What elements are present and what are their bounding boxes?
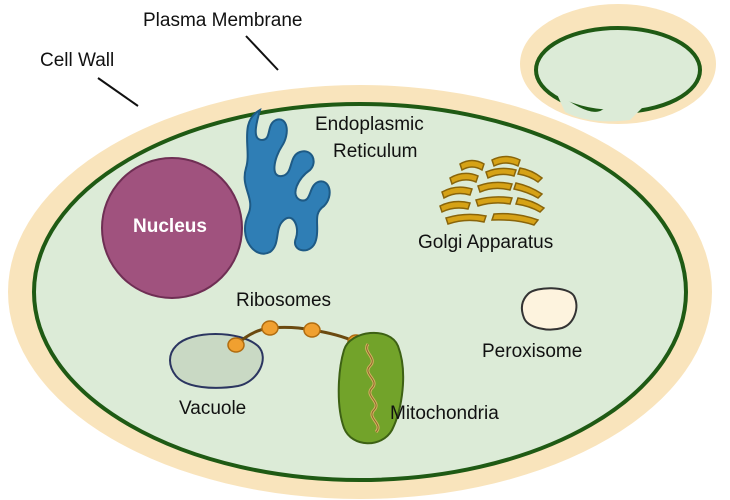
vacuole (169, 333, 264, 389)
plasma-membrane-leader (245, 35, 279, 71)
ribosome (227, 337, 245, 353)
nucleus-label: Nucleus (133, 216, 207, 237)
cell-wall-leader (97, 77, 139, 107)
endoplasmic-reticulum (243, 107, 331, 255)
cell-wall-label: Cell Wall (40, 50, 114, 71)
endoplasmic-reticulum-label-line2: Reticulum (333, 141, 417, 162)
ribosome (303, 322, 321, 338)
bud-neck (556, 92, 650, 122)
ribosomes-label: Ribosomes (236, 290, 331, 311)
endoplasmic-reticulum-label-line1: Endoplasmic (315, 114, 424, 135)
vacuole-label: Vacuole (179, 398, 246, 419)
peroxisome-label: Peroxisome (482, 341, 582, 362)
mitochondria-label: Mitochondria (390, 403, 499, 424)
peroxisome (520, 287, 578, 331)
golgi-apparatus-label: Golgi Apparatus (418, 232, 553, 253)
mitochondria (337, 332, 405, 445)
golgi-apparatus (439, 155, 546, 226)
ribosome (261, 320, 279, 336)
nucleus (101, 157, 243, 299)
plasma-membrane-label: Plasma Membrane (143, 10, 302, 31)
